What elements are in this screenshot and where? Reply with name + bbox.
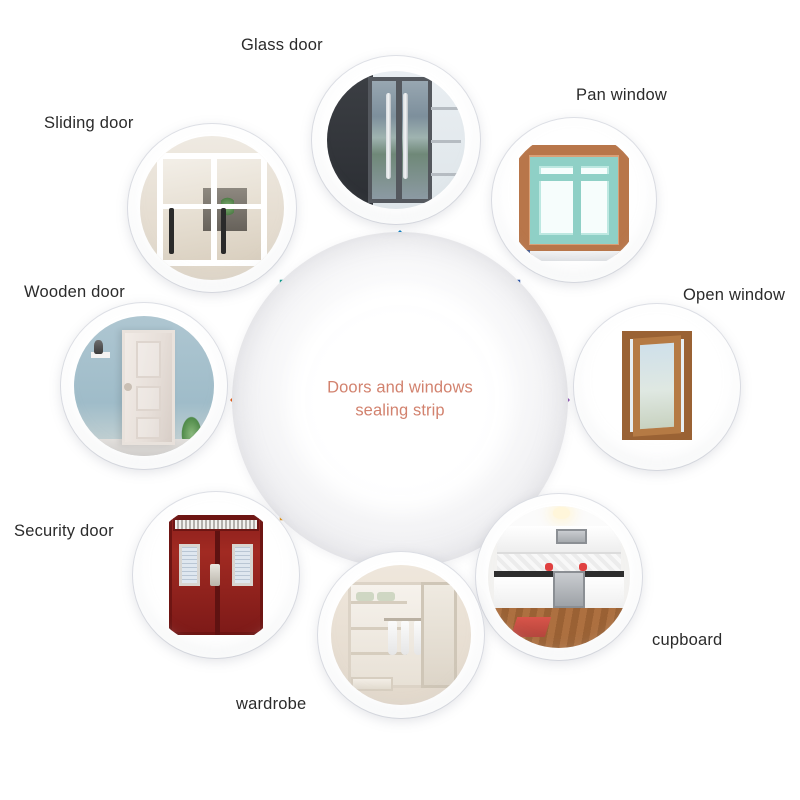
photo-bubble-wardrobe[interactable]	[318, 552, 484, 718]
center-label: Doors and windows sealing strip	[327, 378, 473, 420]
label-open-window: Open window	[683, 286, 786, 304]
photo-bubble-sliding-door[interactable]	[128, 124, 296, 292]
label-glass-door: Glass door	[241, 36, 323, 54]
photo-wardrobe	[331, 565, 471, 705]
photo-cupboard	[488, 506, 630, 648]
label-pan-window: Pan window	[576, 86, 667, 104]
label-cupboard: cupboard	[652, 631, 723, 649]
label-sliding-door: Sliding door	[44, 114, 134, 132]
photo-wooden-door	[74, 316, 214, 456]
photo-bubble-cupboard[interactable]	[476, 494, 642, 660]
photo-bubble-wooden-door[interactable]	[61, 303, 227, 469]
label-wooden-door: Wooden door	[24, 283, 125, 301]
photo-security-door	[145, 504, 287, 646]
photo-bubble-open-window[interactable]	[574, 304, 740, 470]
photo-pan-window	[505, 131, 643, 269]
photo-bubble-pan-window[interactable]	[492, 118, 656, 282]
label-security-door: Security door	[14, 522, 114, 540]
center-hub-inner	[305, 305, 495, 495]
photo-open-window	[587, 317, 727, 457]
photo-bubble-security-door[interactable]	[133, 492, 299, 658]
photo-sliding-door	[140, 136, 284, 280]
label-wardrobe: wardrobe	[236, 695, 307, 713]
photo-glass-door	[327, 71, 465, 209]
photo-bubble-glass-door[interactable]	[312, 56, 480, 224]
